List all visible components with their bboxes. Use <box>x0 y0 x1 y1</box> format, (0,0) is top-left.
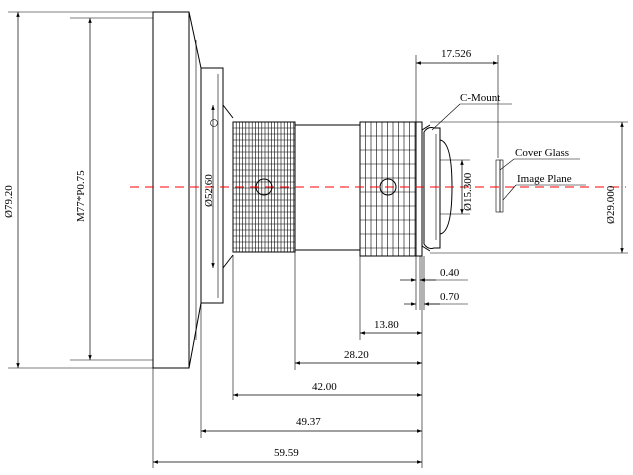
dim-dia-15: Ø15.300 <box>440 159 474 215</box>
callout-c-mount-label: C-Mount <box>460 92 500 104</box>
ext-lines <box>152 252 423 468</box>
dim-dia-29: Ø29.000 <box>430 121 628 254</box>
dim-dia-52: Ø52.60 <box>203 105 215 268</box>
dim-dia-15-label: Ø15.300 <box>462 172 474 211</box>
dim-len-59-59-label: 59.59 <box>274 447 299 459</box>
dim-flange-17-label: 17.526 <box>441 48 472 60</box>
front-barrel <box>152 11 202 369</box>
dim-thread-label: M77*P0.75 <box>75 170 87 222</box>
dim-thread-m77: M77*P0.75 <box>70 17 153 361</box>
dim-dia-79: Ø79.20 <box>3 11 153 369</box>
dim-flange-17: 17.526 <box>415 48 499 158</box>
dim-offset-040-label: 0.40 <box>440 267 460 279</box>
front-shoulder <box>200 67 234 304</box>
aperture-ring <box>359 121 417 257</box>
dim-dia-29-label: Ø29.000 <box>605 185 617 224</box>
dim-len-28-20-label: 28.20 <box>344 349 369 361</box>
callout-image-plane: Image Plane <box>502 173 586 201</box>
dim-len-28-20: 28.20 <box>295 349 422 365</box>
dim-len-42-00-label: 42.00 <box>312 381 337 393</box>
callout-image-plane-label: Image Plane <box>517 173 572 185</box>
dim-len-42-00: 42.00 <box>233 381 422 397</box>
callout-c-mount: C-Mount <box>431 92 512 131</box>
dim-len-59-59: 59.59 <box>153 447 422 464</box>
dim-len-49-37: 49.37 <box>201 416 422 433</box>
dim-dia-52-label: Ø52.60 <box>203 174 215 207</box>
dim-len-13-80: 13.80 <box>360 319 422 335</box>
dim-dia-79-label: Ø79.20 <box>3 185 15 218</box>
mount-flange <box>415 121 431 257</box>
c-mount-thread <box>423 127 453 249</box>
sensor-stack <box>495 159 504 213</box>
dim-offset-040: 0.40 <box>400 256 468 310</box>
dim-len-49-37-label: 49.37 <box>296 416 321 428</box>
dim-offset-070: 0.70 <box>404 256 468 310</box>
dim-offset-070-label: 0.70 <box>440 291 460 303</box>
callout-cover-glass-label: Cover Glass <box>515 147 569 159</box>
dim-len-13-80-label: 13.80 <box>374 319 399 331</box>
middle-tube <box>295 124 360 251</box>
callout-cover-glass: Cover Glass <box>499 147 580 171</box>
